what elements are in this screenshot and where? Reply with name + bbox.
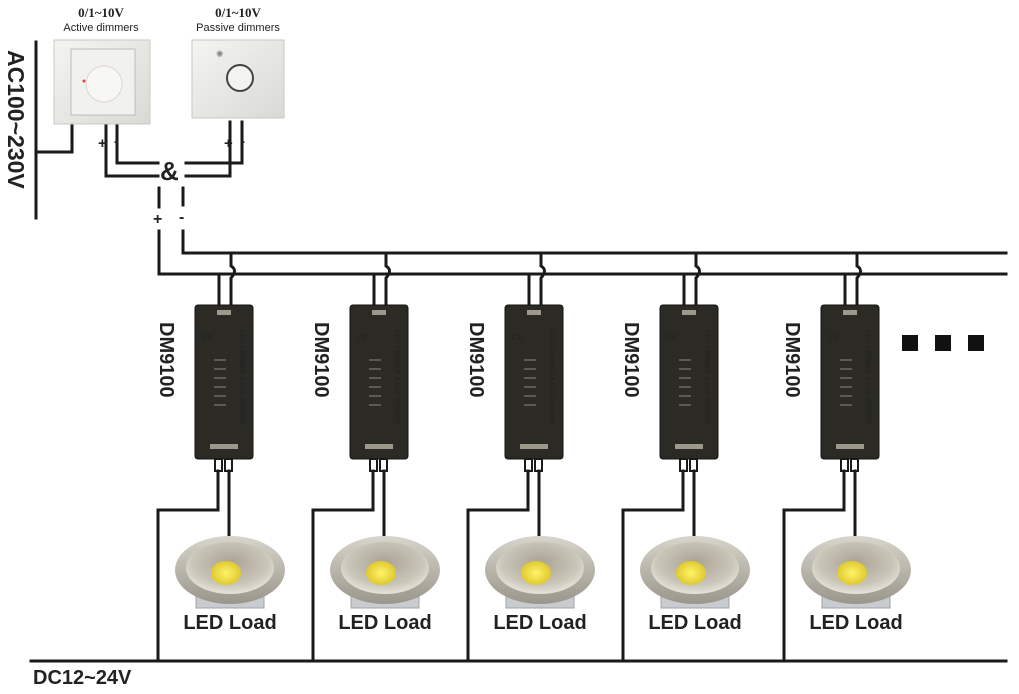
more-units-indicator [902, 335, 984, 351]
output-connector [369, 458, 378, 472]
driver-terminal [365, 444, 393, 449]
led-chip [837, 561, 867, 585]
ac-feed-wire [34, 124, 74, 154]
ce-mark: CE [828, 333, 839, 342]
control-wiring: + - + - & + - [98, 120, 1008, 276]
driver-input-wire [539, 251, 546, 307]
brightness-icon: ✺ [216, 49, 224, 59]
driver-print-text: LED DIMMER & LED DRIVER [548, 330, 555, 425]
driver-model-label: DM9100 [620, 322, 642, 398]
dc-feed-wire [782, 469, 846, 663]
bus-minus-terminal: - [179, 209, 184, 226]
driver-terminal [520, 444, 548, 449]
continuation-dot [935, 335, 951, 351]
output-connector [524, 458, 533, 472]
dc-supply: DC12~24V [29, 659, 1008, 689]
dimmer-voltage-label: 0/1~10V [215, 5, 261, 20]
output-connector [379, 458, 388, 472]
output-connector [679, 458, 688, 472]
ac-supply: AC100~230V [3, 40, 74, 220]
led-load-label: LED Load [648, 612, 741, 634]
active-dimmer: 0/1~10V Active dimmers [53, 5, 151, 125]
led-chip [521, 561, 551, 585]
led-chip [211, 561, 241, 585]
passive-dimmer: 0/1~10V Passive dimmers ✺ [191, 5, 285, 119]
ce-mark: CE [202, 333, 213, 342]
output-connector [534, 458, 543, 472]
driver-print-text: LED DIMMER & LED DRIVER [864, 330, 871, 425]
dc-voltage-label: DC12~24V [33, 667, 132, 689]
output-connector [840, 458, 849, 472]
led-chip [366, 561, 396, 585]
driver-print-text: LED DIMMER & LED DRIVER [393, 330, 400, 425]
driver-terminal [682, 310, 696, 315]
ce-mark: CE [667, 333, 678, 342]
driver-terminal [675, 444, 703, 449]
driver-terminal [843, 310, 857, 315]
driver-print-text: LED DIMMER & LED DRIVER [703, 330, 710, 425]
dimmer-knob [85, 65, 123, 103]
driver-terminal [836, 444, 864, 449]
dimmer-plus-terminal: + [224, 135, 233, 152]
dc-feed-wire [466, 469, 530, 663]
driver-terminal [217, 310, 231, 315]
led-chip [676, 561, 706, 585]
driver-terminal [372, 310, 386, 315]
dimmer-type-label: Passive dimmers [196, 22, 280, 34]
dc-feed-wire [621, 469, 685, 663]
dimmer-minus-terminal: - [240, 133, 245, 150]
dc-feed-wire [311, 469, 375, 663]
bus-plus-terminal: + [153, 211, 162, 228]
driver-input-wire [229, 251, 236, 307]
driver-input-wire [384, 251, 391, 307]
led-load-label: LED Load [338, 612, 431, 634]
driver-model-label: DM9100 [155, 322, 177, 398]
ac-voltage-label: AC100~230V [3, 50, 29, 189]
dc-feed-wire [156, 469, 220, 663]
output-connector [224, 458, 233, 472]
led-load-label: LED Load [183, 612, 276, 634]
driver-terminal [210, 444, 238, 449]
junction-symbol: & [160, 156, 179, 186]
output-connector [214, 458, 223, 472]
continuation-dot [968, 335, 984, 351]
ce-mark: CE [512, 333, 523, 342]
driver-model-label: DM9100 [781, 322, 803, 398]
driver-model-label: DM9100 [465, 322, 487, 398]
dim-minus-bus [181, 229, 1008, 255]
led-load-label: LED Load [493, 612, 586, 634]
dimmer-indicator-icon [82, 79, 86, 83]
driver-input-wire [855, 251, 862, 307]
dimmer-type-label: Active dimmers [63, 22, 139, 34]
driver-print-text: LED DIMMER & LED DRIVER [238, 330, 245, 425]
led-load-label: LED Load [809, 612, 902, 634]
output-connector [689, 458, 698, 472]
dimmer-minus-terminal: - [114, 133, 119, 150]
dimmer-knob [226, 64, 254, 92]
continuation-dot [902, 335, 918, 351]
driver-terminal [527, 310, 541, 315]
dim-plus-bus [157, 229, 1008, 276]
dimmer-voltage-label: 0/1~10V [78, 5, 124, 20]
driver-input-wire [694, 251, 701, 307]
output-connector [850, 458, 859, 472]
dimmer-plus-terminal: + [98, 135, 107, 152]
driver-model-label: DM9100 [310, 322, 332, 398]
ce-mark: CE [357, 333, 368, 342]
